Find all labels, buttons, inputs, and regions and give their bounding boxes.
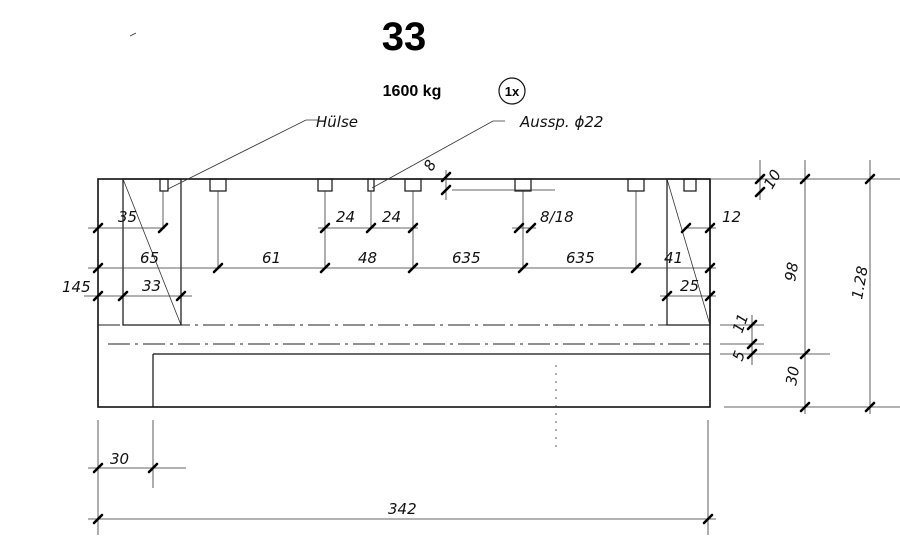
- left-pocket: [122, 178, 182, 326]
- top-inserts: [159, 178, 697, 268]
- label-huelse: Hülse: [316, 113, 358, 131]
- weight-label: 1600 kg: [383, 83, 442, 100]
- dim-11: 11: [729, 311, 752, 335]
- dim-65: 65: [140, 249, 159, 267]
- dim-35: 35: [118, 208, 137, 226]
- dim-30-vertical: 30: [782, 365, 803, 387]
- dim-8-18: 8/18: [540, 208, 574, 226]
- dim-635-a: 635: [452, 249, 481, 267]
- dim-61: 61: [262, 249, 281, 267]
- dimension-lines: [84, 160, 900, 535]
- label-aussparung: Aussp. ϕ22: [519, 113, 603, 131]
- dim-24-a: 24: [336, 208, 355, 226]
- dimension-ticks: [92, 171, 876, 525]
- dim-145: 145: [62, 278, 91, 296]
- leaders: [167, 119, 555, 191]
- dim-25: 25: [680, 277, 699, 295]
- dimension-values: 35 65 145 33 24 24 8/18 61 48 635 635 41…: [62, 157, 872, 518]
- quantity-circle: [498, 77, 526, 105]
- dim-12: 12: [722, 208, 741, 226]
- dim-5: 5: [729, 348, 749, 363]
- drawing-number: 33: [382, 15, 427, 59]
- dim-24-b: 24: [382, 208, 401, 226]
- dim-342: 342: [388, 500, 417, 518]
- dim-48: 48: [358, 249, 377, 267]
- dim-30-horizontal: 30: [110, 450, 129, 468]
- pencil-mark: [129, 32, 137, 37]
- dim-8: 8: [420, 157, 440, 174]
- quantity-label: 1x: [505, 84, 520, 99]
- dim-128: 1.28: [848, 265, 872, 301]
- dim-635-b: 635: [566, 249, 595, 267]
- dim-98: 98: [781, 261, 802, 283]
- element-outline: [97, 178, 711, 408]
- dim-33: 33: [142, 277, 161, 295]
- dim-41: 41: [664, 249, 683, 267]
